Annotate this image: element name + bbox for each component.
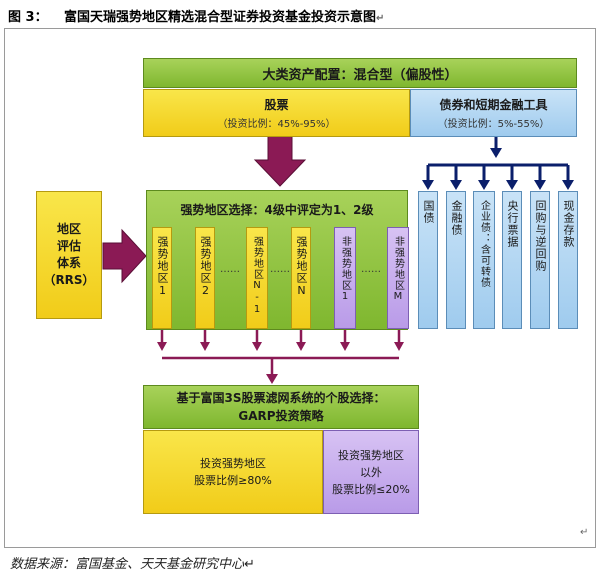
region-column-label: 非强势地区1: [339, 236, 351, 303]
strong-region-header: 强势地区选择：4级中评定为1、2级: [180, 202, 374, 217]
allocation-strong-box: 投资强势地区 股票比例≥80%: [143, 430, 323, 514]
bond-item-treasury: 国债: [418, 191, 438, 329]
ellipsis-text: ……: [361, 263, 381, 275]
bond-down-arrowhead: [490, 148, 502, 158]
diagram-frame: [4, 28, 596, 548]
bond-box: 债券和短期金融工具 （投资比例：5%-55%）: [410, 89, 577, 137]
bond-item-label: 金融债: [450, 200, 463, 236]
allocation-other-line-1: 投资强势地区: [338, 448, 404, 462]
stock-down-arrow: [253, 135, 307, 187]
bond-item-label: 回购与逆回购: [534, 200, 547, 272]
garp-down-arrowhead: [266, 374, 278, 384]
figure-label: 图 3：: [8, 10, 48, 25]
allocation-other-box: 投资强势地区 以外 股票比例≤20%: [323, 430, 419, 514]
region-ellipsis-3: ……: [357, 262, 385, 276]
garp-line-2: GARP投资策略: [238, 409, 324, 423]
garp-line-1: 基于富国3S股票滤网系统的个股选择：: [176, 391, 386, 405]
region-column-nonstrong-m: 非强势地区M: [387, 227, 409, 329]
allocation-strong-line-1: 投资强势地区: [200, 457, 266, 470]
region-column-label: 强势地区N: [295, 236, 308, 298]
bond-item-corporate: 企业债：含可转债: [473, 191, 495, 329]
bond-title: 债券和短期金融工具: [439, 98, 548, 112]
bond-item-repo: 回购与逆回购: [530, 191, 550, 329]
rrs-right-arrow: [102, 228, 147, 284]
region-column-strong-n-1: 强势地区N-1: [246, 227, 268, 329]
region-column-label: 强势地区1: [156, 236, 169, 298]
bond-item-label: 企业债：含可转债: [478, 200, 490, 288]
bond-item-financial: 金融债: [446, 191, 466, 329]
stock-ratio: （投资比例：45%-95%）: [217, 119, 336, 130]
bond-ratio: （投资比例：5%-55%）: [437, 119, 550, 130]
region-ellipsis-2: ……: [269, 262, 291, 276]
paragraph-mark-icon: ↵: [580, 527, 589, 538]
allocation-other-line-3: 股票比例≤20%: [332, 482, 410, 496]
region-ellipsis-1: ……: [217, 262, 243, 276]
figure-title-text: 富国天瑞强势地区精选混合型证券投资基金投资示意图: [64, 10, 377, 25]
bond-item-label: 国债: [422, 200, 435, 224]
bond-item-label: 现金存款: [562, 200, 575, 248]
region-down-arrows: [157, 329, 404, 351]
region-column-label: 强势地区2: [199, 236, 212, 298]
allocation-strong-line-2: 股票比例≥80%: [194, 474, 272, 487]
bond-item-label: 央行票据: [506, 200, 519, 248]
bond-item-arrows: [422, 165, 574, 190]
asset-allocation-box: 大类资产配置：混合型（偏股性）: [143, 58, 577, 88]
garp-selection-box: 基于富国3S股票滤网系统的个股选择： GARP投资策略: [143, 385, 419, 429]
region-column-label: 强势地区N-1: [251, 236, 263, 316]
figure-title: 富国天瑞强势地区精选混合型证券投资基金投资示意图↵: [64, 6, 384, 25]
figure-title-row: 图 3： 富国天瑞强势地区精选混合型证券投资基金投资示意图↵: [8, 6, 592, 26]
ellipsis-text: ……: [220, 263, 240, 275]
region-column-label: 非强势地区M: [392, 236, 404, 303]
asset-allocation-label: 大类资产配置：混合型（偏股性）: [262, 67, 458, 83]
region-column-strong-1: 强势地区1: [152, 227, 172, 329]
region-column-nonstrong-1: 非强势地区1: [334, 227, 356, 329]
allocation-other-line-2: 以外: [360, 465, 382, 479]
paragraph-mark-icon: ↵: [376, 13, 385, 24]
stock-title: 股票: [264, 98, 289, 112]
ellipsis-text: ……: [270, 263, 290, 275]
source-note: 数据来源：富国基金、天天基金研究中心↵: [10, 557, 255, 572]
bond-item-cash-deposit: 现金存款: [558, 191, 578, 329]
region-evaluation-box: 地区 评估 体系 （RRS）: [36, 191, 102, 319]
stock-box: 股票 （投资比例：45%-95%）: [143, 89, 410, 137]
region-evaluation-label: 地区 评估 体系 （RRS）: [43, 222, 95, 287]
region-column-strong-2: 强势地区2: [195, 227, 215, 329]
region-column-strong-n: 强势地区N: [291, 227, 311, 329]
bond-item-central-bank-bills: 央行票据: [502, 191, 522, 329]
strong-region-selection-box: 强势地区选择：4级中评定为1、2级: [146, 190, 408, 330]
